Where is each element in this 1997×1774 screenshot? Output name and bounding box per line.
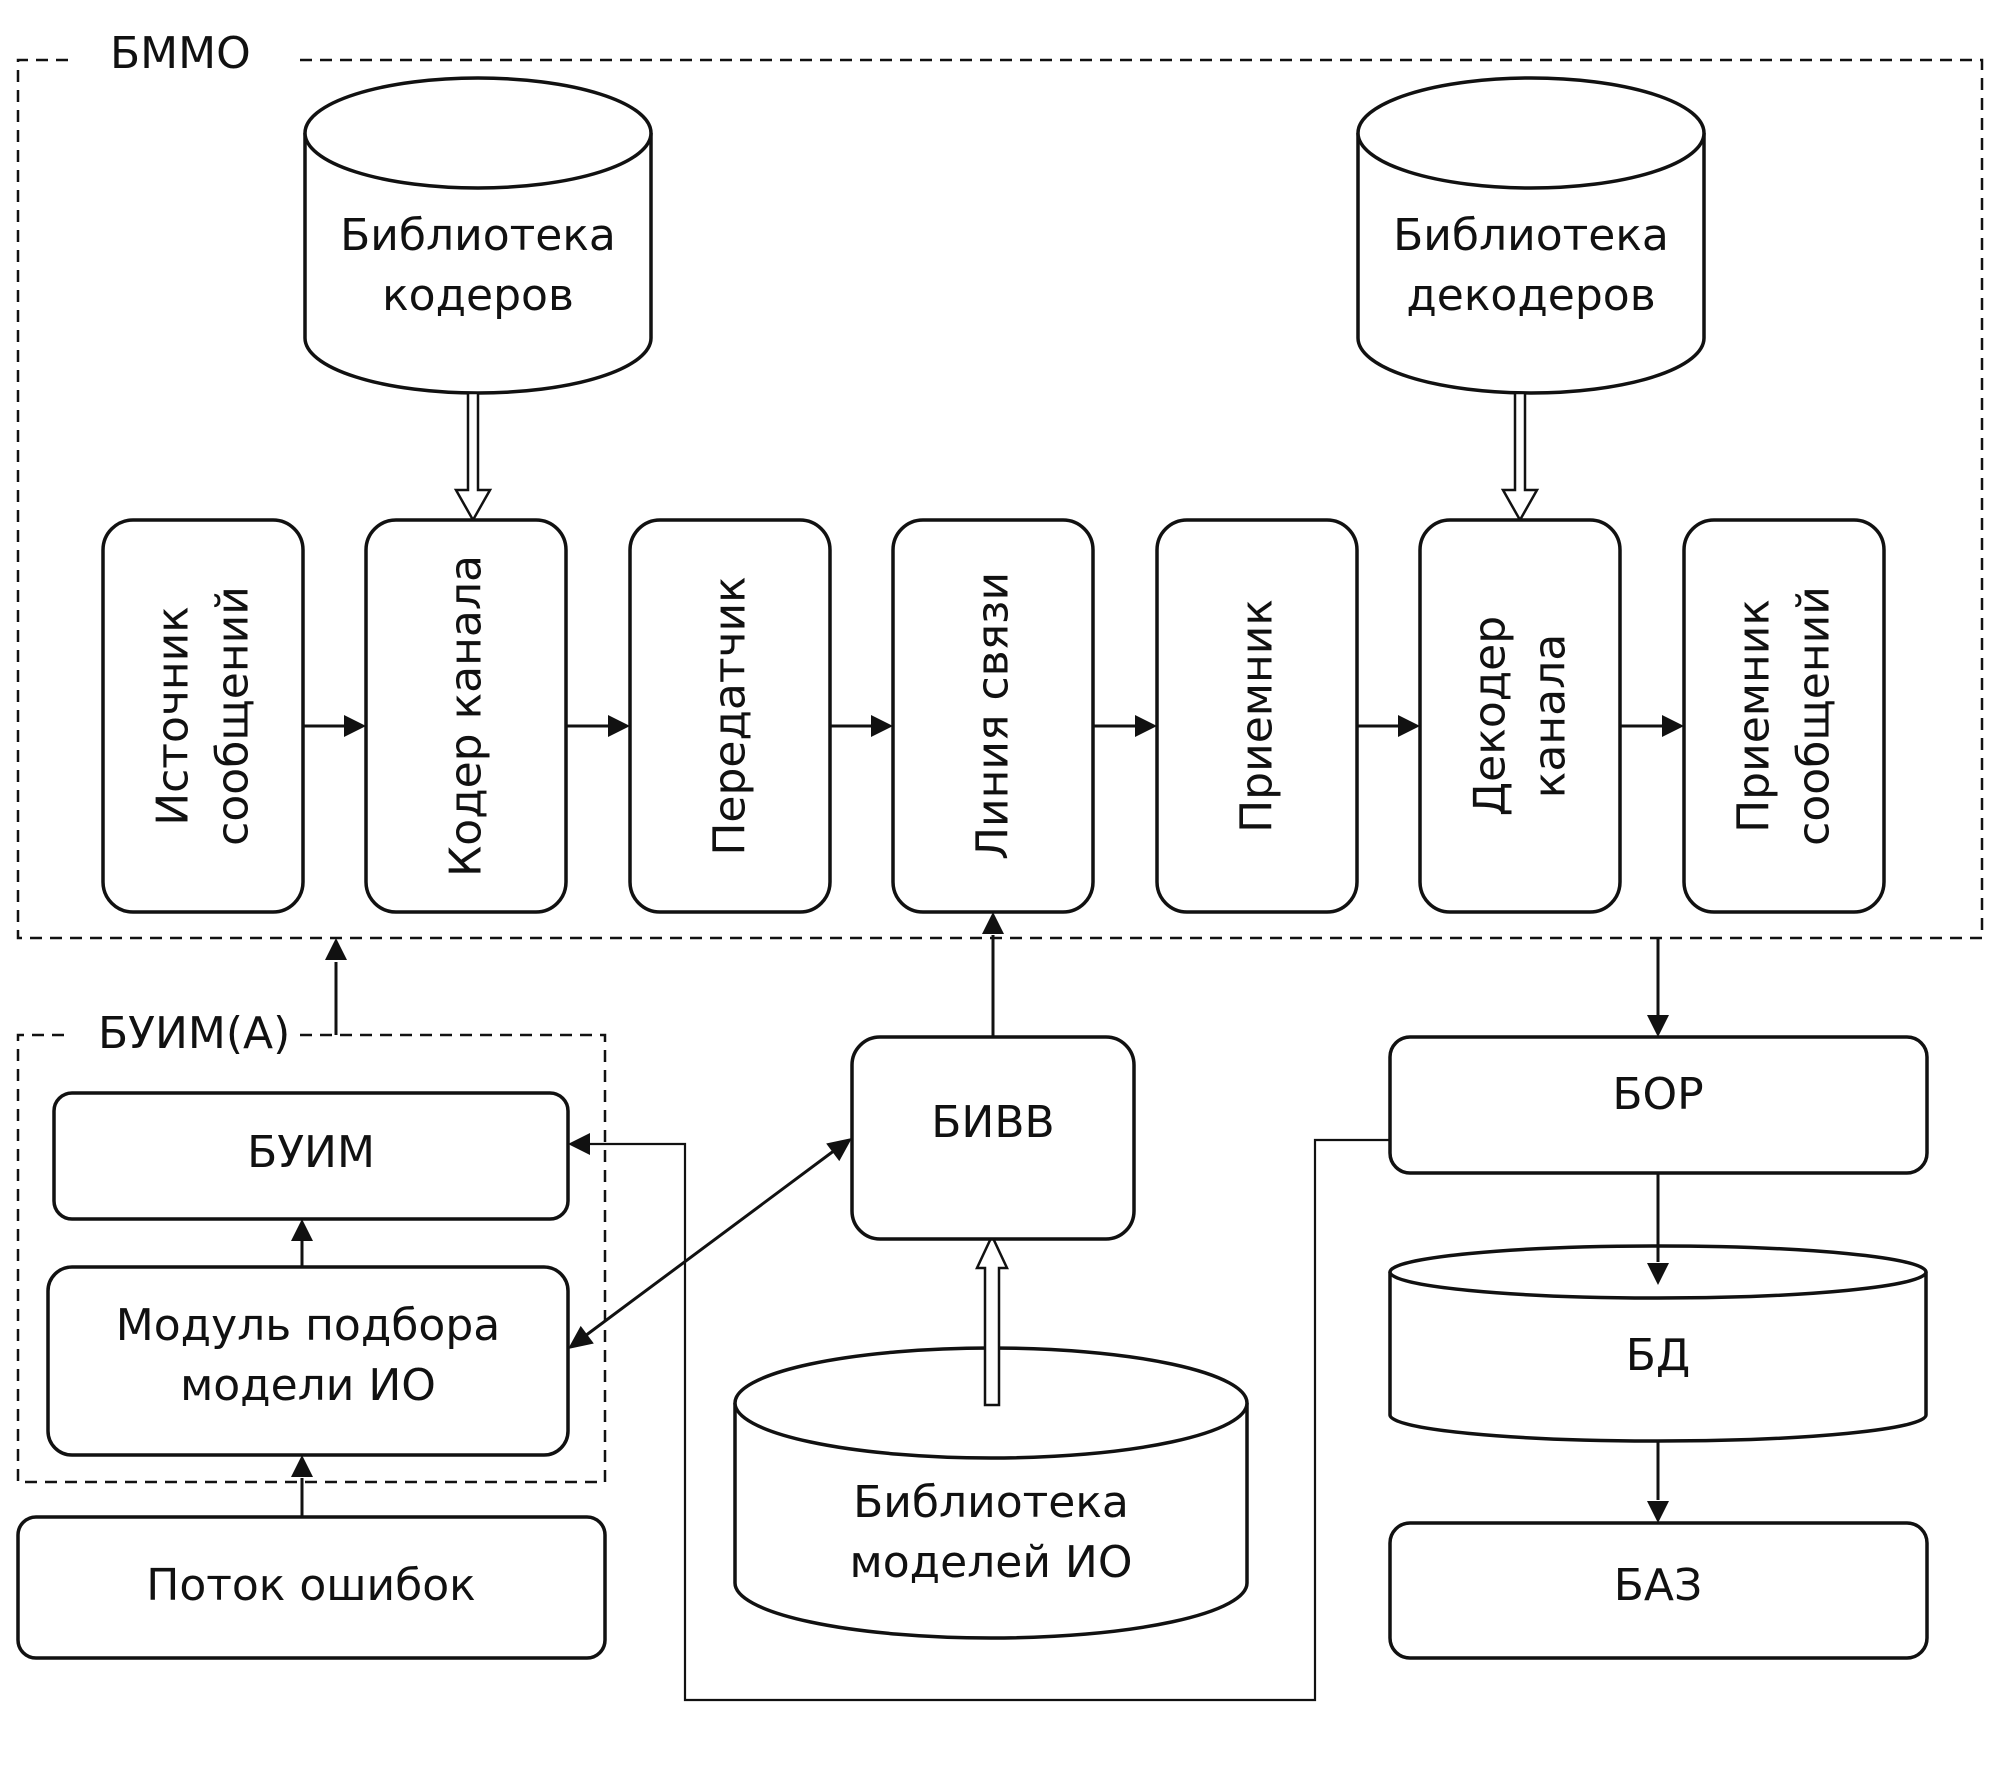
model-library-line-2: моделей ИО bbox=[850, 1537, 1133, 1588]
model-library-line-1: Библиотека bbox=[853, 1477, 1129, 1528]
hollow-arrow-coder-library bbox=[453, 391, 493, 523]
coder-library-cylinder: Библиотека кодеров bbox=[303, 76, 653, 395]
decoder-library-cylinder: Библиотека декодеров bbox=[1356, 76, 1706, 395]
bor-label: БОР bbox=[1612, 1069, 1703, 1120]
buim-a-group-border bbox=[16, 1033, 607, 1484]
channel-coder-box[interactable]: Кодер канала bbox=[364, 518, 568, 914]
channel-coder-line-1: Кодер канала bbox=[441, 555, 492, 877]
database-label: БД bbox=[1626, 1330, 1691, 1381]
transmitter-line-1: Передатчик bbox=[705, 576, 756, 855]
chain-arrow-head-1 bbox=[344, 715, 366, 737]
module-bivv-line bbox=[584, 1148, 836, 1338]
connectors bbox=[291, 715, 1684, 1702]
coder-library-line-2: кодеров bbox=[382, 270, 574, 321]
channel-decoder-line-2: канала bbox=[1525, 634, 1576, 798]
chain-arrow-head-6 bbox=[1662, 715, 1684, 737]
buim-a-group-label: БУИМ(А) bbox=[98, 1008, 290, 1059]
model-selection-line-2: модели ИО bbox=[180, 1360, 436, 1411]
communication-line-box[interactable]: Линия связи bbox=[891, 518, 1095, 914]
coder-library-line-1: Библиотека bbox=[340, 210, 616, 261]
bmmo-to-bor-head bbox=[1647, 1015, 1669, 1037]
message-receiver-line-2: сообщений bbox=[1789, 586, 1840, 846]
model-selection-line-1: Модуль подбора bbox=[116, 1300, 500, 1351]
message-source-line-2: сообщений bbox=[208, 586, 259, 846]
buim-label: БУИМ bbox=[247, 1127, 375, 1178]
bmmo-group-border bbox=[16, 58, 1984, 940]
bivv-block[interactable]: БИВВ bbox=[850, 1035, 1136, 1241]
error-stream-label: Поток ошибок bbox=[146, 1560, 476, 1611]
receiver-line-1: Приемник bbox=[1232, 599, 1283, 833]
baz-label: БАЗ bbox=[1614, 1560, 1703, 1611]
communication-line-line-1: Линия связи bbox=[968, 572, 1019, 860]
receiver-box[interactable]: Приемник bbox=[1155, 518, 1359, 914]
bivv-to-line-head bbox=[982, 912, 1004, 934]
model-selection-module[interactable]: Модуль подбора модели ИО bbox=[46, 1265, 570, 1457]
bor-block[interactable]: БОР bbox=[1388, 1035, 1929, 1175]
bivv-label: БИВВ bbox=[931, 1097, 1054, 1148]
bor-to-buim-feedback-head bbox=[568, 1133, 590, 1155]
decoder-library-line-2: декодеров bbox=[1406, 270, 1655, 321]
module-bivv-head-module bbox=[568, 1325, 594, 1349]
decoder-library-line-1: Библиотека bbox=[1393, 210, 1669, 261]
bmmo-group-label: БММО bbox=[110, 28, 251, 79]
bd-to-baz-head bbox=[1647, 1501, 1669, 1523]
database-cylinder: БД bbox=[1388, 1244, 1928, 1443]
hollow-arrow-model-library bbox=[975, 1233, 1009, 1407]
module-bivv-head-bivv bbox=[826, 1138, 852, 1162]
model-library-cylinder: Библиотека моделей ИО bbox=[733, 1346, 1249, 1640]
buim-block[interactable]: БУИМ bbox=[52, 1091, 570, 1221]
chain-arrow-head-2 bbox=[608, 715, 630, 737]
chain-arrow-head-3 bbox=[871, 715, 893, 737]
message-source-line-1: Источник bbox=[148, 606, 199, 826]
buim-a-to-bmmo-head bbox=[325, 938, 347, 960]
message-receiver-line-1: Приемник bbox=[1729, 599, 1780, 833]
chain-arrow-head-4 bbox=[1135, 715, 1157, 737]
module-to-buim-head bbox=[291, 1219, 313, 1241]
errors-to-module-head bbox=[291, 1455, 313, 1477]
transmitter-box[interactable]: Передатчик bbox=[628, 518, 832, 914]
baz-block[interactable]: БАЗ bbox=[1388, 1521, 1929, 1660]
channel-decoder-line-1: Декодер bbox=[1465, 616, 1516, 816]
hollow-arrow-decoder-library bbox=[1500, 391, 1540, 523]
bor-to-bd-head bbox=[1647, 1263, 1669, 1285]
chain-arrow-head-5 bbox=[1398, 715, 1420, 737]
bor-to-buim-feedback-line bbox=[590, 1138, 1390, 1702]
error-stream-block[interactable]: Поток ошибок bbox=[16, 1515, 607, 1660]
